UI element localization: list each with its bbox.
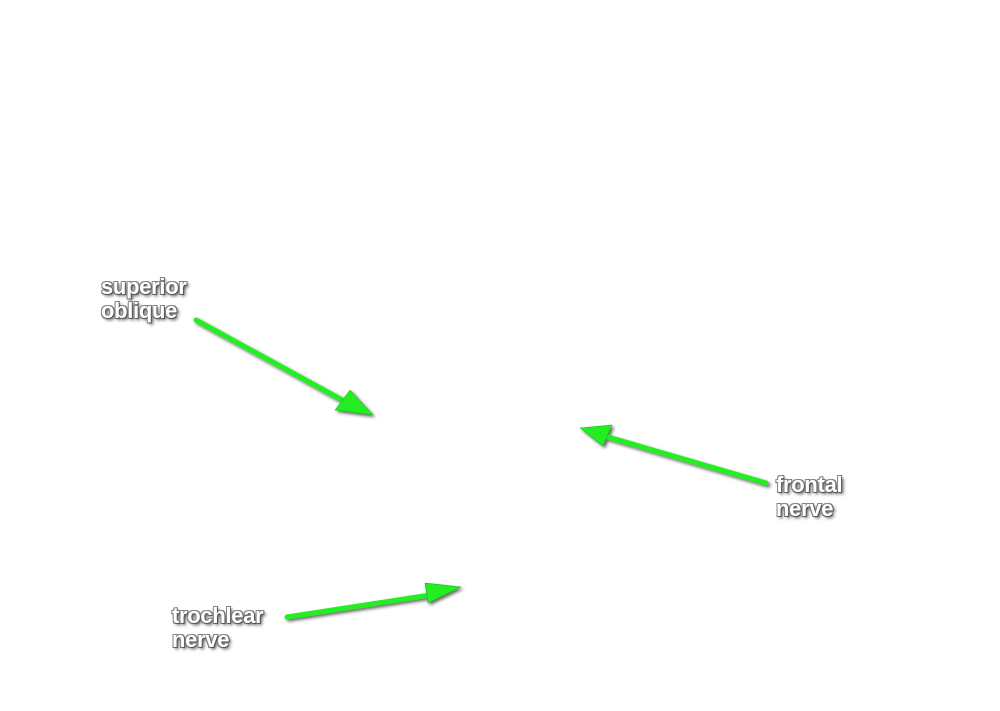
label-superior-oblique: superior oblique: [101, 275, 187, 323]
label-superior-oblique-line1: superior: [101, 274, 187, 299]
label-trochlear-nerve-line2: nerve: [172, 627, 230, 652]
label-frontal-nerve-line1: frontal: [776, 472, 843, 497]
arrow-frontal-nerve: [579, 424, 769, 486]
arrow-trochlear-nerve: [284, 582, 462, 620]
label-trochlear-nerve-line1: trochlear: [172, 603, 264, 628]
arrow-superior-oblique: [193, 317, 374, 416]
label-superior-oblique-line2: oblique: [101, 298, 178, 323]
label-frontal-nerve-line2: nerve: [776, 496, 834, 521]
label-trochlear-nerve: trochlear nerve: [172, 603, 264, 652]
label-frontal-nerve: frontal nerve: [776, 472, 843, 521]
